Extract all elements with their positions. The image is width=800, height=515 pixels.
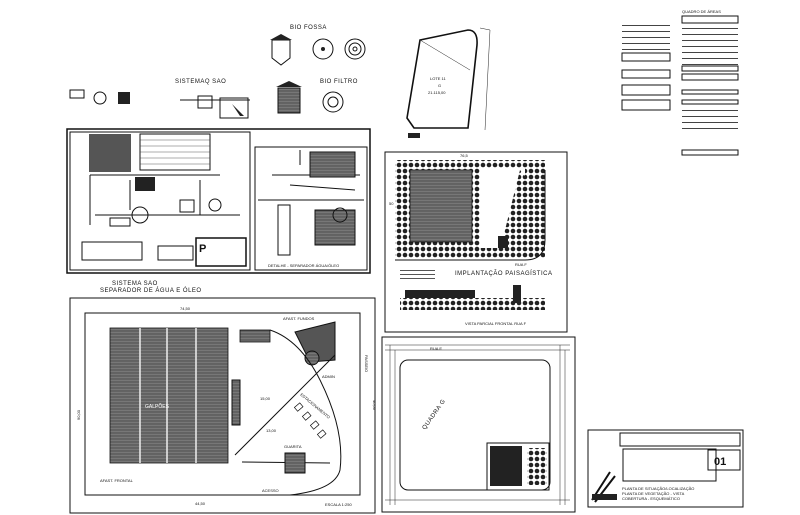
sao-small-label: SISTEMAQ SAO	[175, 79, 226, 85]
site-dim-right: 40,00	[372, 400, 377, 411]
warehouses-label: GALPÕES	[145, 403, 170, 410]
sao-caption-line1: SISTEMA SAO	[112, 281, 158, 287]
bio-filtro-detail: BIO FILTRO	[276, 79, 358, 114]
elevation-label-1: 13,00	[266, 428, 277, 433]
title-block: 01 PLANTA DE SITUAÇÃO/LOCALIZAÇÃO PLANTA…	[587, 429, 744, 508]
site-scale: ESCALA 1:250	[325, 502, 352, 507]
lot-block: G	[438, 83, 441, 88]
bio-filtro-label: BIO FILTRO	[320, 79, 358, 85]
areas-table: QUADRO DE ÁREAS	[621, 9, 739, 156]
sheet-number: 01	[714, 456, 726, 468]
landscape-dim-side: 50	[389, 201, 394, 206]
landscape-panel: 76,5 50 RUA F IMPLANTAÇÃO PAISAGÍSTICA V…	[384, 151, 568, 333]
lot-diagram: LOTE 11 G 21.115,00	[406, 27, 491, 138]
sao-system-small: SISTEMAQ SAO	[69, 79, 250, 119]
rear-setback-label: AFAST. FUNDOS	[283, 316, 315, 321]
drawing-title-line1: PLANTA DE SITUAÇÃO/LOCALIZAÇÃO	[622, 486, 694, 491]
drawing-title-line2: PLANTA DE VEGETAÇÃO - VISTA	[622, 491, 685, 496]
bio-fossa-label: BIO FOSSA	[290, 25, 327, 31]
sao-caption-line2: SEPARADOR DE ÁGUA E ÓLEO	[100, 287, 202, 294]
site-dim-left: 90,00	[76, 409, 81, 420]
site-plan: 74,50 44,50 90,00 40,00 GALPÕES ESTACION…	[69, 297, 377, 514]
sao-detail-caption: DETALHE - SEPARADOR ÁGUA/ÓLEO	[268, 263, 339, 268]
admin-label: ADMIN	[322, 374, 335, 379]
site-dim-top: 74,50	[180, 306, 191, 311]
guardhouse-label: GUARITA	[284, 444, 302, 449]
lot-area: 21.115,00	[428, 90, 446, 95]
landscape-street: RUA F	[515, 262, 527, 267]
sao-panel: P DETALHE - SEPARADOR ÁGUA/ÓLEO SISTEMA …	[66, 128, 371, 294]
drawing-title-line3: COBERTURA - ESQUEMÁTICO	[622, 496, 680, 501]
location-street-top: RUA E	[430, 346, 442, 351]
lot-name: LOTE 11	[430, 76, 446, 81]
landscape-view-title: VISTA PARCIAL FRONTAL RUA F	[465, 321, 527, 326]
location-plan: RUA E QUADRA G	[381, 336, 576, 513]
sidewalk-label: PASSEIO	[364, 355, 369, 372]
access-label: ACESSO	[262, 488, 279, 493]
elevation-label-2: 15,00	[260, 396, 271, 401]
landscape-title: IMPLANTAÇÃO PAISAGÍSTICA	[455, 270, 552, 277]
location-block-label: QUADRA G	[422, 398, 447, 431]
areas-table-title: QUADRO DE ÁREAS	[682, 9, 721, 14]
front-setback-label: AFAST. FRONTAL	[100, 478, 134, 483]
bio-fossa-detail: BIO FOSSA	[270, 25, 366, 66]
site-dim-bottom: 44,50	[195, 501, 206, 506]
svg-text:P: P	[199, 243, 206, 255]
landscape-dim-top: 76,5	[460, 153, 469, 158]
